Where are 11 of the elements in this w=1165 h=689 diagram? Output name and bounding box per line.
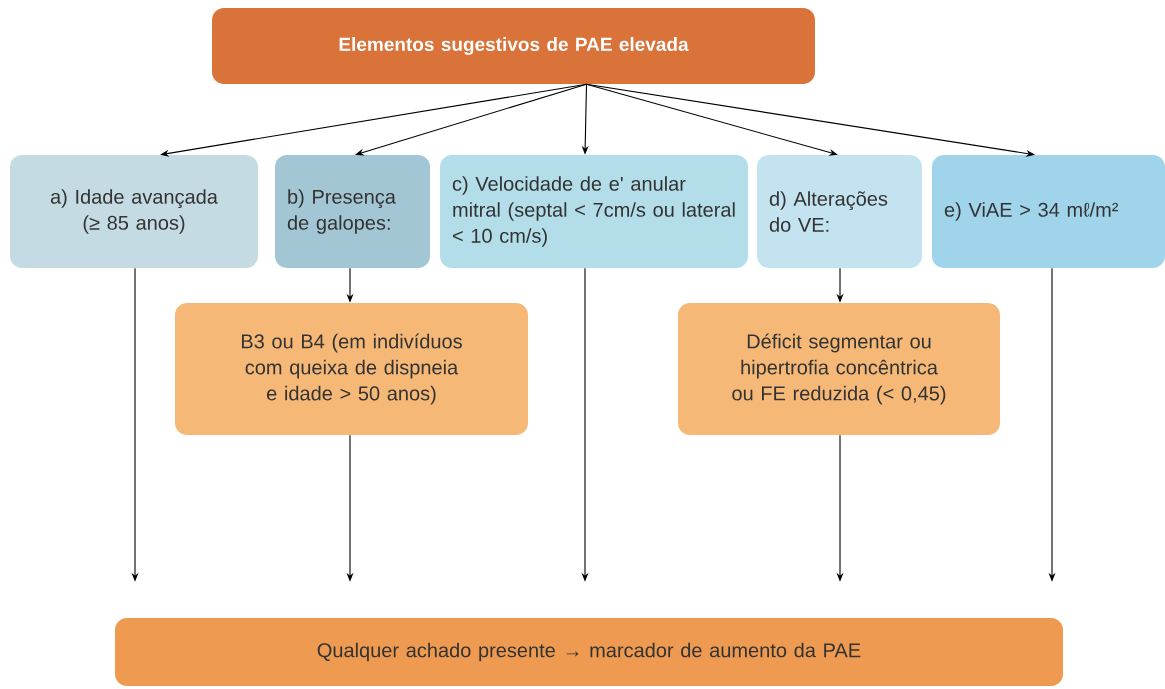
- criterion-box: e) ViAE > 34 mℓ/m²: [932, 155, 1165, 268]
- criterion-box: d) Alterações do VE:: [757, 155, 922, 268]
- detail-box: Déficit segmentar ou hipertrofia concêntrica ou FE reduzida (< 0,45): [678, 303, 1000, 435]
- arrow: [585, 83, 1035, 157]
- arrow: [355, 83, 588, 156]
- title-box: Elementos sugestivos de PAE elevada: [212, 8, 815, 84]
- criterion-box: b) Presença de galopes:: [275, 155, 430, 268]
- result-box: Qualquer achado presente → marcador de aumento da PAE: [115, 618, 1063, 686]
- criterion-box: a) Idade avançada (≥ 85 anos): [10, 155, 258, 268]
- criterion-box: c) Velocidade de e' anular mitral (septal < 7cm/s ou lateral < 10 cm/s): [440, 155, 748, 268]
- detail-box: B3 ou B4 (em indivíduos com queixa de dispneia e idade > 50 anos): [175, 303, 528, 435]
